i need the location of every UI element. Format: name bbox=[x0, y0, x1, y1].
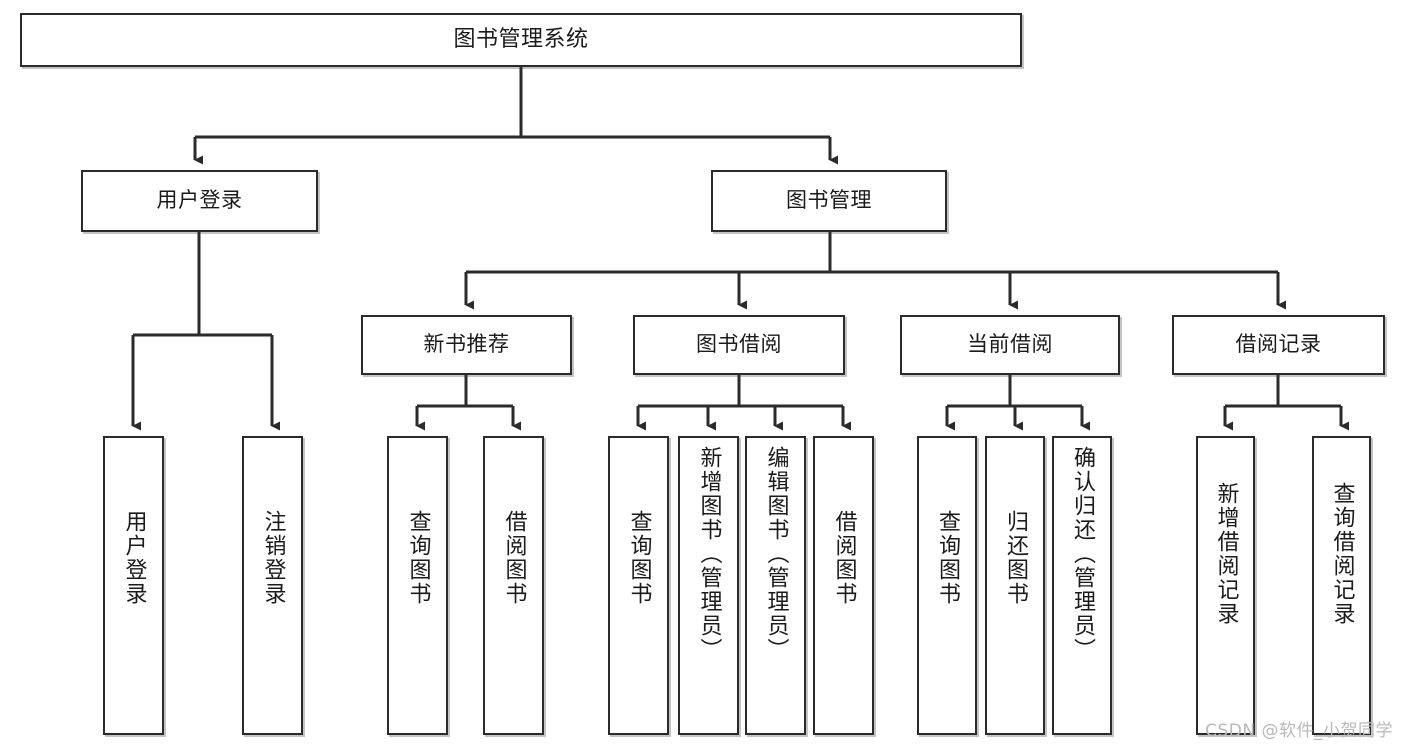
node-leaf-query-book-1-label: 查询图书 bbox=[405, 510, 431, 606]
node-leaf-borrow-book-2-label: 借阅图书 bbox=[831, 510, 857, 606]
edge-userlogin-to-leaves bbox=[131, 232, 280, 431]
edge-root-to-level2 bbox=[193, 67, 838, 165]
node-borrow-record-label: 借阅记录 bbox=[1235, 332, 1322, 357]
edge-bookborrow-to-leaves bbox=[636, 375, 851, 431]
node-leaf-user-login-label: 用户登录 bbox=[121, 510, 147, 606]
node-leaf-user-logout[interactable]: 注销登录 bbox=[242, 436, 303, 735]
node-leaf-query-book-3-label: 查询图书 bbox=[935, 510, 960, 606]
node-leaf-edit-book[interactable]: 编辑图书（管理员） bbox=[745, 436, 806, 735]
node-user-login-label: 用户登录 bbox=[156, 188, 243, 213]
node-current-borrow-label: 当前借阅 bbox=[967, 332, 1053, 357]
node-leaf-query-book-2[interactable]: 查询图书 bbox=[608, 436, 669, 735]
node-leaf-borrow-book-1[interactable]: 借阅图书 bbox=[483, 436, 544, 735]
node-current-borrow[interactable]: 当前借阅 bbox=[900, 315, 1120, 375]
edge-currentborrow-to-leaves bbox=[945, 375, 1090, 431]
node-leaf-add-record-label: 新增借阅记录 bbox=[1213, 482, 1239, 626]
node-leaf-query-book-3[interactable]: 查询图书 bbox=[917, 436, 977, 735]
node-leaf-user-login[interactable]: 用户登录 bbox=[103, 436, 164, 735]
node-leaf-query-book-1[interactable]: 查询图书 bbox=[387, 436, 448, 735]
node-book-manage[interactable]: 图书管理 bbox=[711, 170, 947, 232]
node-leaf-add-book-label: 新增图书（管理员） bbox=[696, 446, 722, 662]
node-leaf-confirm-return-label: 确认归还（管理员） bbox=[1070, 446, 1095, 662]
edge-borrowrecord-to-leaves bbox=[1223, 375, 1349, 431]
node-user-login[interactable]: 用户登录 bbox=[81, 170, 318, 232]
edge-newbook-to-leaves bbox=[415, 375, 521, 431]
node-borrow-record[interactable]: 借阅记录 bbox=[1172, 315, 1385, 375]
node-leaf-borrow-book-2[interactable]: 借阅图书 bbox=[813, 436, 874, 735]
node-leaf-query-record[interactable]: 查询借阅记录 bbox=[1312, 436, 1371, 735]
edge-bookmanage-to-level3 bbox=[464, 232, 1286, 310]
node-leaf-query-book-2-label: 查询图书 bbox=[626, 510, 652, 606]
node-root[interactable]: 图书管理系统 bbox=[20, 13, 1022, 67]
node-book-borrow[interactable]: 图书借阅 bbox=[633, 315, 845, 375]
node-book-borrow-label: 图书借阅 bbox=[696, 332, 782, 357]
node-leaf-confirm-return[interactable]: 确认归还（管理员） bbox=[1052, 436, 1112, 735]
node-leaf-user-logout-label: 注销登录 bbox=[260, 510, 286, 606]
node-leaf-add-book[interactable]: 新增图书（管理员） bbox=[678, 436, 739, 735]
node-leaf-query-record-label: 查询借阅记录 bbox=[1329, 482, 1355, 626]
node-book-manage-label: 图书管理 bbox=[786, 188, 872, 213]
node-leaf-return-book-label: 归还图书 bbox=[1003, 510, 1028, 606]
node-new-book-recommend-label: 新书推荐 bbox=[423, 332, 510, 357]
csdn-watermark: CSDN @软件_小贺同学 bbox=[1205, 721, 1393, 741]
node-new-book-recommend[interactable]: 新书推荐 bbox=[361, 315, 572, 375]
node-leaf-add-record[interactable]: 新增借阅记录 bbox=[1196, 436, 1255, 735]
node-root-label: 图书管理系统 bbox=[453, 26, 589, 52]
node-leaf-edit-book-label: 编辑图书（管理员） bbox=[763, 446, 789, 662]
node-leaf-return-book[interactable]: 归还图书 bbox=[985, 436, 1045, 735]
node-leaf-borrow-book-1-label: 借阅图书 bbox=[501, 510, 527, 606]
